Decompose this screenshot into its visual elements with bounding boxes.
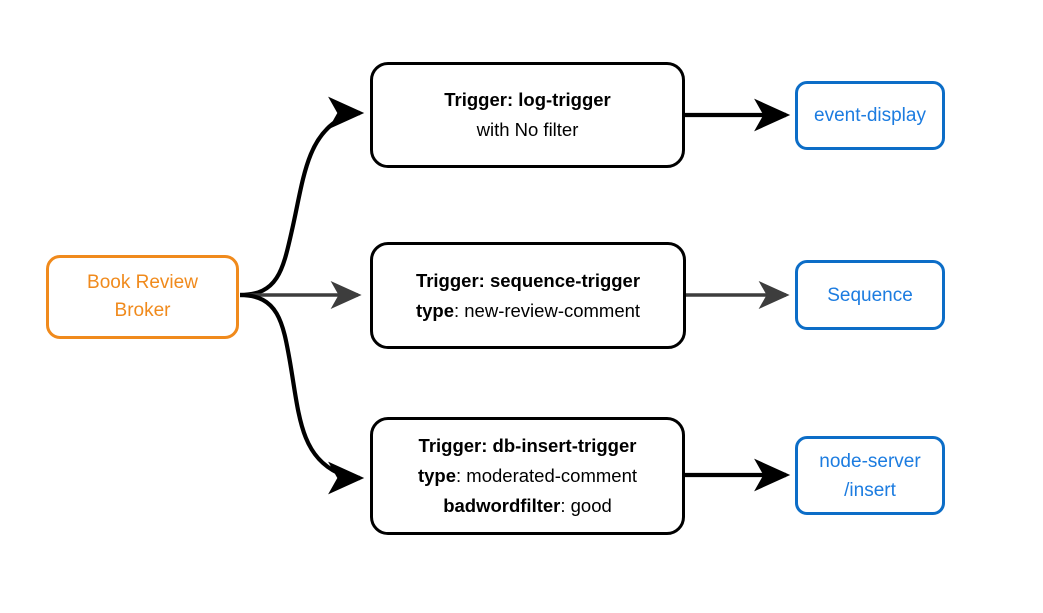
broker-label-line2: Broker <box>114 300 171 321</box>
trigger-db-line3-bold: badwordfilter <box>443 495 561 516</box>
node-server-label-line1: node-server <box>819 450 921 472</box>
trigger-sequence-line1: Trigger: sequence-trigger <box>416 266 640 296</box>
node-trigger-sequence-trigger[interactable]: Trigger: sequence-trigger type: new-revi… <box>370 242 686 349</box>
trigger-log-line1: Trigger: log-trigger <box>444 85 611 115</box>
trigger-log-line1-bold: Trigger: log-trigger <box>444 89 611 110</box>
trigger-log-line2: with No filter <box>477 115 579 145</box>
trigger-db-line2-rest: : moderated-comment <box>456 465 637 486</box>
trigger-db-line1-bold: Trigger: db-insert-trigger <box>418 435 637 456</box>
event-display-label: event-display <box>814 105 926 126</box>
trigger-db-line2: type: moderated-comment <box>418 461 637 491</box>
trigger-sequence-line2-rest: : new-review-comment <box>453 299 641 321</box>
edge-broker-to-log-trigger <box>239 96 365 298</box>
trigger-sequence-line1-bold: Trigger: sequence-trigger <box>415 269 641 291</box>
trigger-log-line2-rest: with No filter <box>476 119 579 140</box>
trigger-sequence-line2: type: new-review-comment <box>416 296 640 326</box>
node-node-server-insert[interactable]: node-server /insert <box>795 436 945 515</box>
trigger-db-line1: Trigger: db-insert-trigger <box>419 431 637 461</box>
edge-broker-to-db-insert-trigger <box>239 292 365 495</box>
node-trigger-log-trigger[interactable]: Trigger: log-trigger with No filter <box>370 62 685 168</box>
trigger-db-line3-rest: : good <box>560 495 612 516</box>
node-book-review-broker[interactable]: Book Review Broker <box>46 255 239 339</box>
trigger-sequence-line2-bold: type <box>415 299 454 321</box>
node-trigger-db-insert-trigger[interactable]: Trigger: db-insert-trigger type: moderat… <box>370 417 685 535</box>
broker-label-line1: Book Review <box>87 272 198 293</box>
trigger-db-line3: badwordfilter: good <box>443 491 612 521</box>
sequence-label: Sequence <box>827 284 913 306</box>
node-server-label-line2: /insert <box>844 479 896 501</box>
trigger-db-line2-bold: type <box>417 465 457 486</box>
node-event-display[interactable]: event-display <box>795 81 945 150</box>
node-sequence[interactable]: Sequence <box>795 260 945 330</box>
